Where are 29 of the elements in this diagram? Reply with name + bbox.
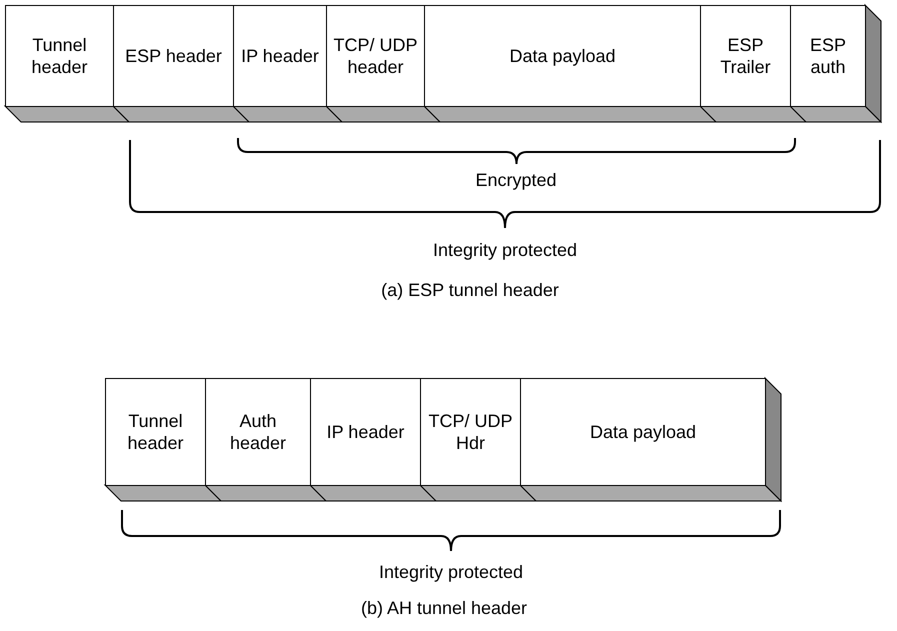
field-label: ESP auth [808,34,848,78]
packet-field [5,5,114,107]
packet-field [105,378,206,486]
packet-field [326,5,425,107]
packet-field [233,5,327,107]
packet-field [790,5,866,107]
packet-field [424,5,701,107]
field-label: IP header [326,421,404,443]
field-label: TCP/ UDP header [334,34,418,78]
packet-field [420,378,521,486]
packet-field [520,378,766,486]
field-label: Data payload [509,45,616,67]
packet-field [700,5,791,107]
bracket-label: Integrity protected [378,562,524,583]
field-label: Tunnel header [126,410,185,454]
figure-caption: (a) ESP tunnel header [381,280,559,301]
field-label: Tunnel header [30,34,89,78]
field-label: Data payload [590,421,696,443]
field-label: TCP/ UDP Hdr [428,410,514,454]
bracket-label: Encrypted [475,170,557,191]
bracket-label: Integrity protected [432,240,578,261]
packet-field [205,378,311,486]
field-label: Auth header [228,410,288,454]
field-label: IP header [241,45,319,67]
packet-field [113,5,234,107]
field-label: ESP header [125,45,222,67]
packet-field [310,378,421,486]
field-label: ESP Trailer [719,34,772,78]
figure-caption: (b) AH tunnel header [360,598,528,619]
